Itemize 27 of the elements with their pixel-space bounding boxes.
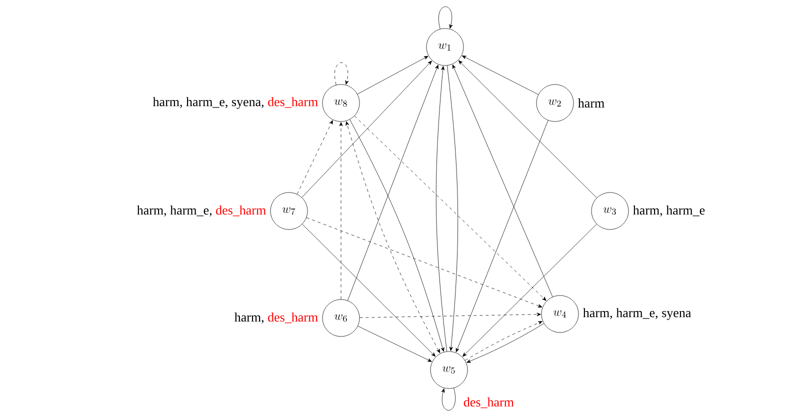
arrow xyxy=(458,60,597,198)
arrow xyxy=(441,388,456,411)
arrow xyxy=(296,120,333,194)
arrow xyxy=(348,64,438,301)
node-label: harm, harm_e, des_harm xyxy=(137,205,266,216)
node-label: harm xyxy=(578,98,604,108)
node-label: des_harm xyxy=(464,397,514,408)
arrow xyxy=(354,116,546,301)
node-label: harm, harm_e xyxy=(633,205,705,216)
arrow xyxy=(446,65,458,352)
arrow xyxy=(360,312,541,318)
arrow xyxy=(462,56,539,95)
arrow xyxy=(456,120,548,352)
arrow xyxy=(302,60,432,198)
arrow xyxy=(334,62,349,86)
node-label: harm, harm_e, syena xyxy=(583,308,692,320)
arrow xyxy=(436,66,448,352)
arrow xyxy=(357,56,428,94)
arrow xyxy=(339,122,343,300)
node-label: harm, harm_e, syena, des_harm xyxy=(152,97,318,109)
arrow xyxy=(452,64,553,298)
arrow xyxy=(306,217,542,308)
arrow xyxy=(438,6,453,30)
node-label: harm, des_harm xyxy=(234,312,318,324)
arrow xyxy=(302,224,436,357)
arrow xyxy=(358,326,432,362)
arrow xyxy=(462,224,597,357)
